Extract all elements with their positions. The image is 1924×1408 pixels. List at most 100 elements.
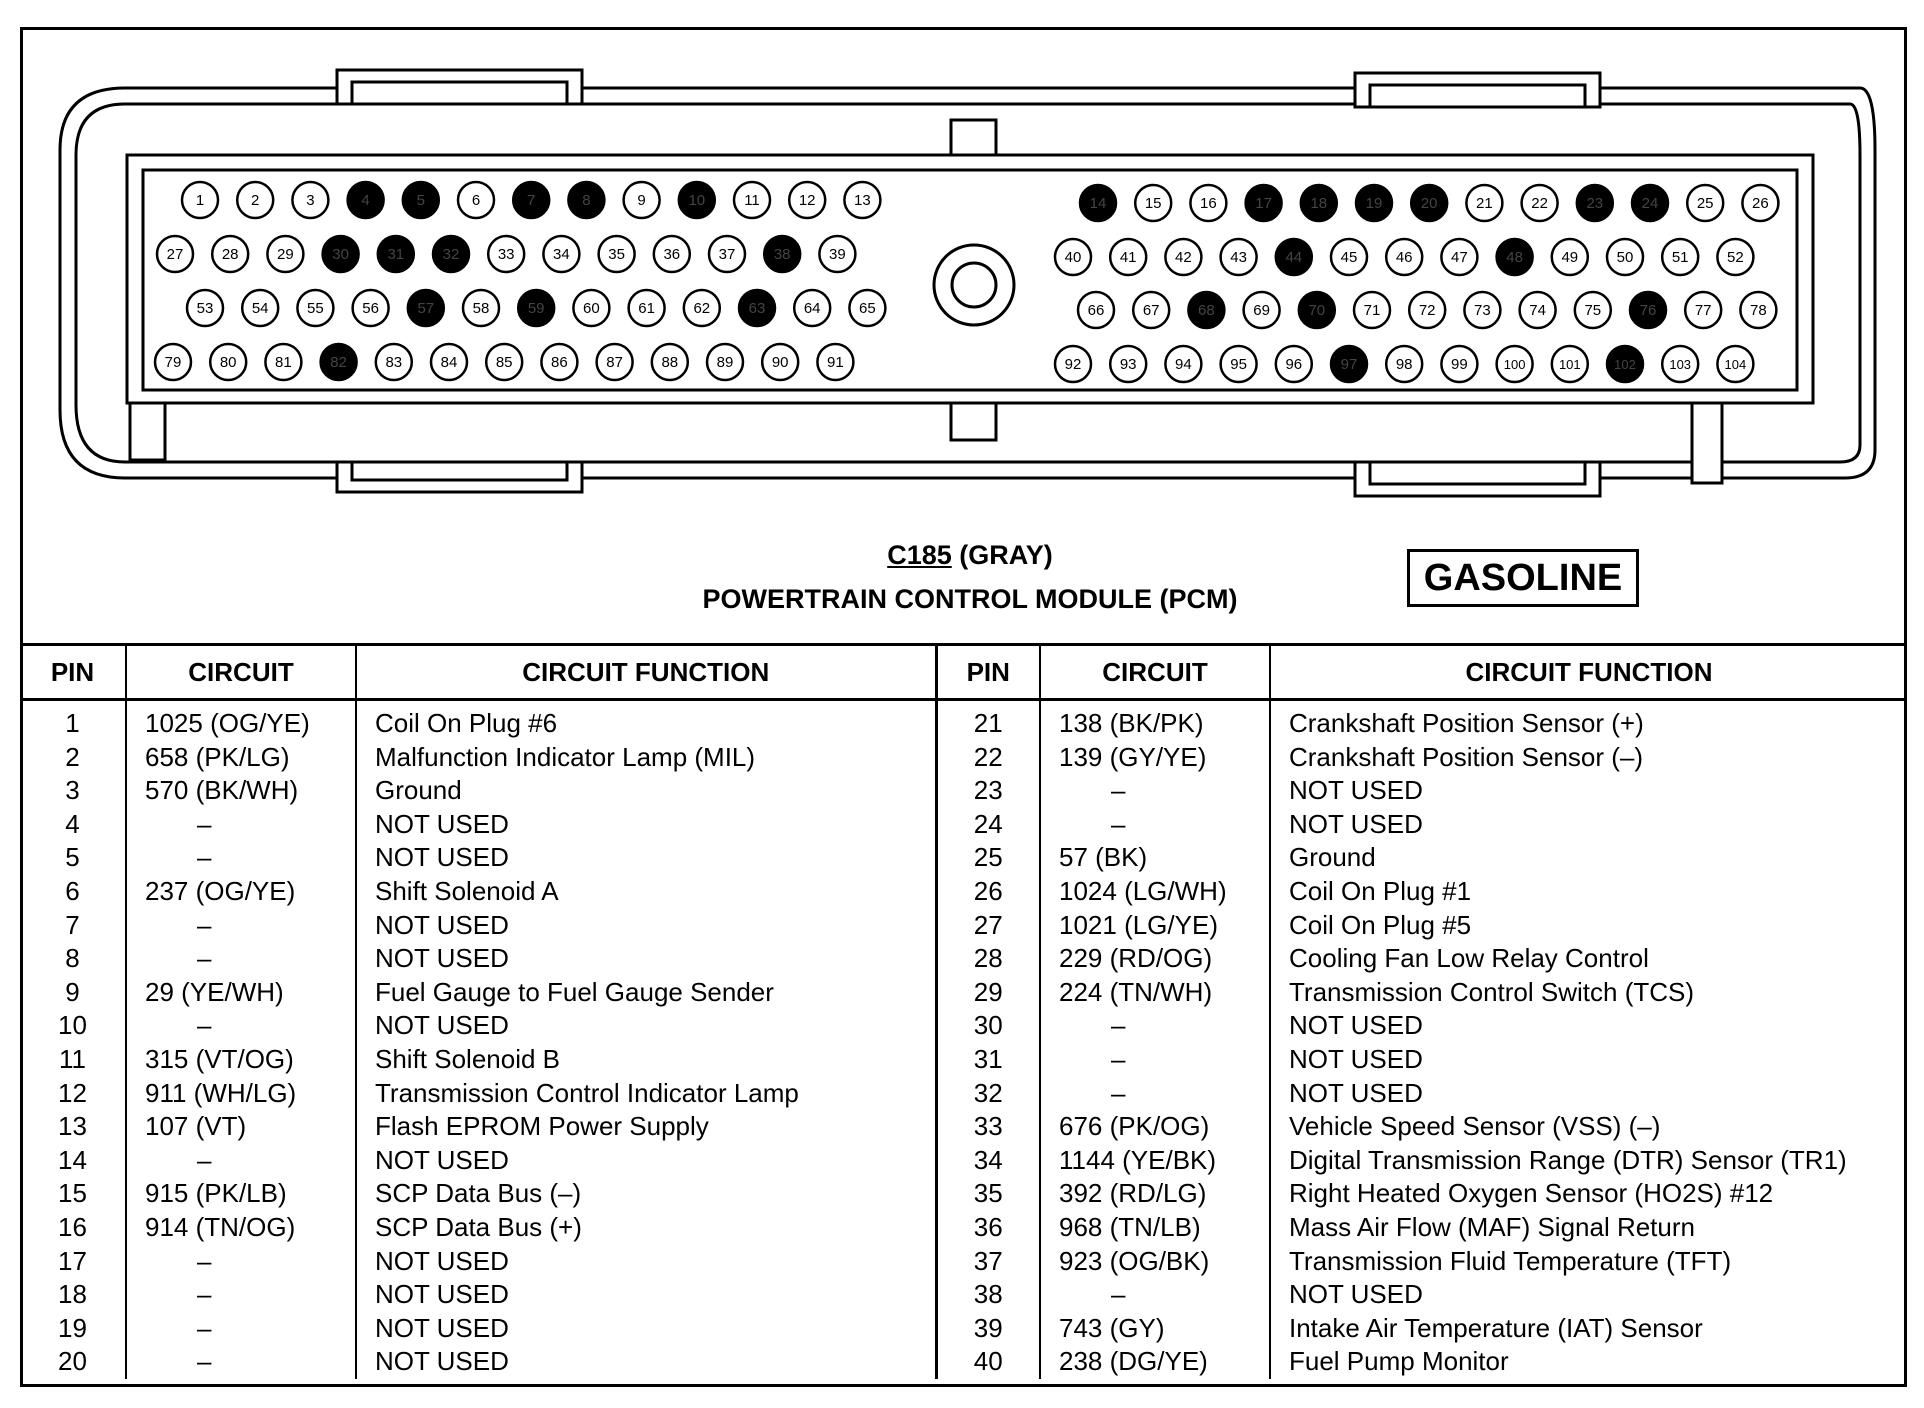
pin-number: 21 xyxy=(1476,195,1493,212)
cell-pin: 16 xyxy=(58,1211,87,1242)
pin-open xyxy=(848,288,887,328)
pin-open xyxy=(1716,344,1755,384)
pin-open xyxy=(1739,290,1778,330)
connector-pin: 91 xyxy=(816,342,855,382)
connector-pin: 39 xyxy=(818,234,857,274)
cell-pin: 32 xyxy=(934,1076,1040,1111)
pin-number: 61 xyxy=(638,300,655,317)
cell-function: NOT USED xyxy=(1269,774,1907,808)
connector-pin: 84 xyxy=(429,342,469,382)
connector-housing xyxy=(58,68,1877,498)
pin-open xyxy=(650,342,690,382)
connector-pin: 48 xyxy=(1495,237,1534,277)
connector-pin: 99 xyxy=(1440,344,1479,384)
pin-open xyxy=(1660,237,1700,277)
connector-pin: 85 xyxy=(484,342,524,382)
connector-pin: 83 xyxy=(374,342,414,382)
pin-open xyxy=(1053,237,1093,277)
pin-filled xyxy=(321,234,360,274)
pin-open xyxy=(818,234,857,274)
header-circuit-left: CIRCUIT xyxy=(125,643,356,701)
pin-open xyxy=(180,180,220,220)
pin-number: 73 xyxy=(1474,302,1491,319)
connector-pin: 57 xyxy=(406,288,446,328)
connector-pin: 1 xyxy=(180,180,220,220)
pin-filled xyxy=(737,288,777,328)
connector-pin: 18 xyxy=(1299,183,1339,223)
connector-pin: 104 xyxy=(1716,344,1755,384)
pin-number: 62 xyxy=(693,300,710,317)
connector-pin: 44 xyxy=(1274,237,1314,277)
pin-number: 54 xyxy=(252,300,269,317)
cell-circuit: 392 (RD/LG) xyxy=(1039,1177,1270,1211)
connector-pin: 67 xyxy=(1131,290,1171,330)
connector-pin: 9 xyxy=(622,180,661,220)
pin-number: 35 xyxy=(608,246,625,263)
pin-open xyxy=(1164,237,1203,277)
pin-number: 79 xyxy=(165,354,182,371)
cell-function: Ground xyxy=(1269,841,1907,875)
pin-filled xyxy=(1354,183,1394,223)
pin-open xyxy=(1219,237,1258,277)
pin-table-container: PIN CIRCUIT CIRCUIT FUNCTION PIN CIRCUIT… xyxy=(20,643,1907,1387)
pin-filled xyxy=(1409,183,1449,223)
cell-circuit: 743 (GY) xyxy=(1039,1311,1270,1346)
pin-open xyxy=(707,234,747,274)
pin-open xyxy=(1573,290,1613,330)
connector-pin: 96 xyxy=(1274,344,1314,384)
pin-open xyxy=(351,288,390,328)
connector-pin: 15 xyxy=(1133,183,1173,223)
pin-table: PIN CIRCUIT CIRCUIT FUNCTION PIN CIRCUIT… xyxy=(20,643,1907,1379)
connector-pin: 89 xyxy=(705,342,745,382)
cell-function: Transmission Control Indicator Lamp xyxy=(355,1076,936,1111)
cell-pin: 30 xyxy=(934,1009,1040,1043)
cell-function: Coil On Plug #1 xyxy=(1269,874,1907,909)
connector-pin: 17 xyxy=(1244,183,1283,223)
cell-circuit: 923 (OG/BK) xyxy=(1039,1244,1270,1279)
pin-open xyxy=(153,342,193,382)
pin-open xyxy=(732,180,772,220)
cell-function: NOT USED xyxy=(355,1143,936,1178)
cell-function: Transmission Fluid Temperature (TFT) xyxy=(1269,1244,1907,1279)
pin-open xyxy=(787,180,827,220)
connector-pin: 21 xyxy=(1465,183,1504,223)
pin-filled xyxy=(1187,290,1226,330)
pin-number: 1 xyxy=(196,192,204,209)
cell-circuit: – xyxy=(125,942,356,976)
connector-pin: 56 xyxy=(351,288,390,328)
pin-number: 31 xyxy=(387,246,404,263)
pin-number: 55 xyxy=(307,300,324,317)
cell-circuit: – xyxy=(125,1311,356,1346)
connector-pin: 92 xyxy=(1053,344,1093,384)
connector-pin: 52 xyxy=(1716,237,1755,277)
connector-number: C185 xyxy=(887,540,952,570)
cell-circuit: – xyxy=(1039,1009,1270,1043)
connector-pin: 12 xyxy=(787,180,827,220)
cell-function: Fuel Gauge to Fuel Gauge Sender xyxy=(355,975,936,1010)
cell-pin: 11 xyxy=(59,1043,86,1074)
connector-pin: 20 xyxy=(1409,183,1449,223)
cell-function: SCP Data Bus (+) xyxy=(355,1210,936,1245)
cell-pin: 23 xyxy=(934,774,1040,808)
pin-number: 75 xyxy=(1584,302,1601,319)
pin-open xyxy=(1164,344,1203,384)
pin-number: 67 xyxy=(1143,302,1160,319)
pin-number: 40 xyxy=(1065,249,1082,266)
pin-open xyxy=(1683,290,1723,330)
cell-pin: 31 xyxy=(934,1042,1040,1077)
pin-number: 43 xyxy=(1230,249,1247,266)
connector-pin: 95 xyxy=(1219,344,1258,384)
cell-circuit: – xyxy=(125,1244,356,1279)
pin-number: 74 xyxy=(1529,302,1546,319)
connector-pin: 73 xyxy=(1463,290,1502,330)
connector-pin: 87 xyxy=(595,342,634,382)
cell-pin: 19 xyxy=(58,1312,87,1343)
connector-pin: 100 xyxy=(1495,344,1534,384)
pin-number: 16 xyxy=(1200,195,1217,212)
connector-pin: 72 xyxy=(1407,290,1447,330)
pin-open xyxy=(843,180,882,220)
